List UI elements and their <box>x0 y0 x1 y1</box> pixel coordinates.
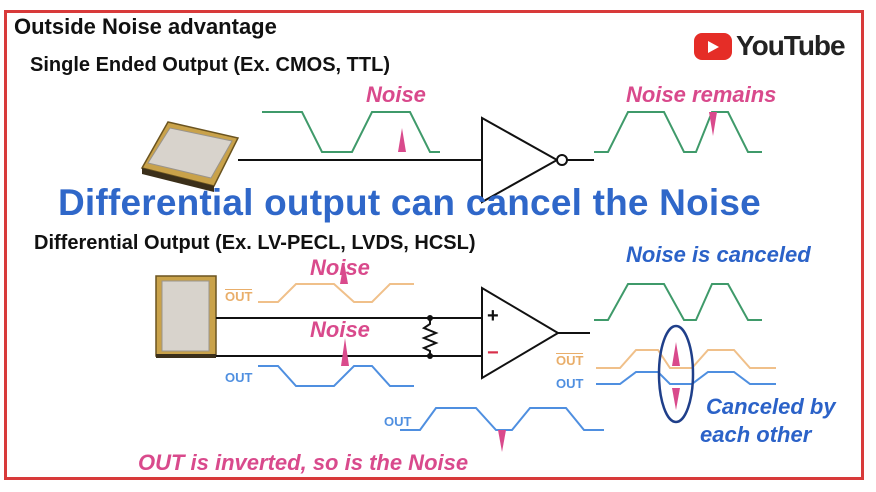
youtube-wordmark: YouTube <box>736 30 846 61</box>
out-label-right: OUT <box>556 376 584 391</box>
out-bar-label-right: OUT <box>556 353 584 368</box>
noise-canceled-label: Noise is canceled <box>626 242 811 267</box>
orange-wave-right <box>596 349 776 369</box>
noise-spike-right-up <box>672 342 680 366</box>
blue-wave-inverted-example <box>400 407 604 431</box>
single-ended-heading: Single Ended Output (Ex. CMOS, TTL) <box>30 54 390 76</box>
orange-wave-out-bar <box>258 283 414 303</box>
noise-spike-top-left <box>398 128 406 152</box>
differential-receiver <box>481 286 560 380</box>
inverted-note: OUT is inverted, so is the Noise <box>138 450 469 475</box>
green-wave-top-right <box>594 111 762 153</box>
plus-input-sign: + <box>487 305 499 327</box>
oscillator-chip-top <box>140 121 240 192</box>
green-wave-bottom-right <box>594 283 762 321</box>
noise-spike-blue <box>341 338 349 366</box>
noise-remains-label: Noise remains <box>626 82 777 107</box>
canceled-by-line2: each other <box>700 422 812 447</box>
noise-spike-inverted <box>498 430 506 452</box>
noise-label-top: Noise <box>366 82 426 107</box>
noise-label-orange: Noise <box>310 255 370 280</box>
blue-wave-out <box>258 365 414 387</box>
termination-resistor <box>421 315 439 359</box>
out-label-inverted: OUT <box>384 414 412 429</box>
cancel-ellipse <box>657 324 695 424</box>
oscillator-chip-bottom <box>155 275 217 358</box>
noise-spike-top-right <box>709 112 717 136</box>
diagram-frame <box>4 10 864 480</box>
noise-label-blue: Noise <box>310 317 370 342</box>
differential-heading: Differential Output (Ex. LV-PECL, LVDS, … <box>34 232 476 254</box>
page-title: Outside Noise advantage <box>14 14 277 39</box>
noise-spike-orange <box>340 262 348 284</box>
out-label-left: OUT <box>225 370 253 385</box>
headline: Differential output can cancel the Noise <box>58 182 761 223</box>
green-wave-top-left <box>262 111 440 153</box>
inverter-gate <box>481 116 568 204</box>
canceled-by-line1: Canceled by <box>706 394 836 419</box>
noise-spike-right-down <box>672 388 680 410</box>
minus-input-sign: − <box>487 342 499 364</box>
out-bar-label-left: OUT <box>225 289 253 304</box>
youtube-play-icon <box>694 33 732 60</box>
blue-wave-right <box>596 371 776 385</box>
